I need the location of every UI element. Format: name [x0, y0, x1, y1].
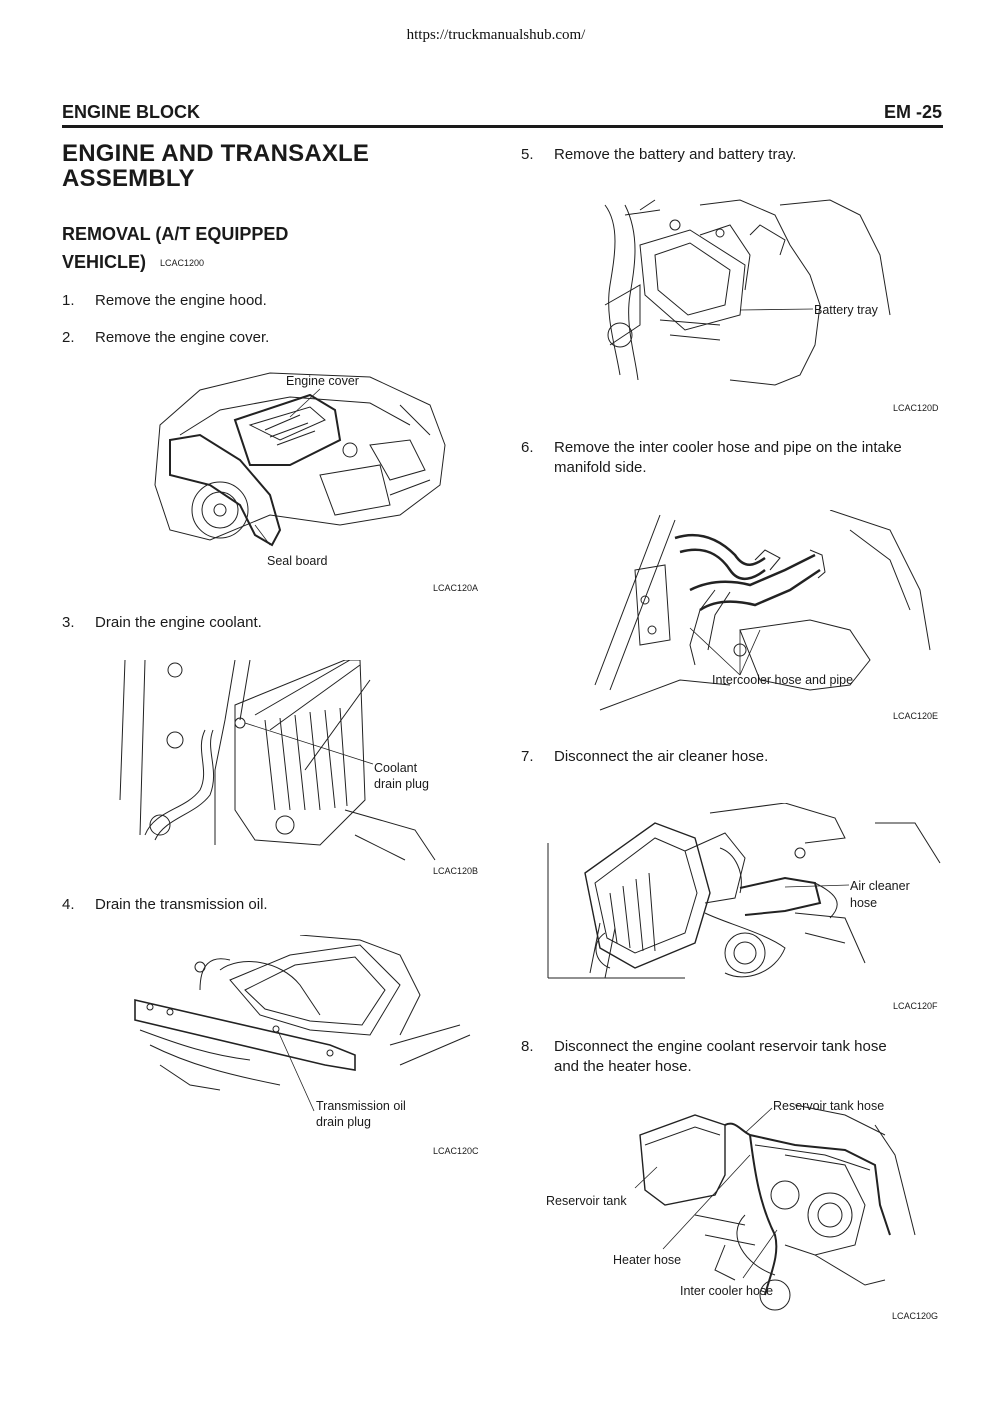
step-number: 4. — [62, 896, 75, 913]
step-text-line1: Remove the inter cooler hose and pipe on… — [554, 439, 902, 456]
step-5: 5. Remove the battery and battery tray. — [521, 145, 941, 165]
step-number: 1. — [62, 292, 75, 309]
step-number: 5. — [521, 146, 534, 163]
page-title-line1: ENGINE AND TRANSAXLE — [62, 140, 370, 167]
section-title: ENGINE BLOCK — [62, 102, 201, 122]
step-number: 8. — [521, 1038, 534, 1055]
label-inter-cooler-hose: Inter cooler hose — [680, 1284, 773, 1298]
figure-code: LCAC120C — [433, 1146, 479, 1156]
figure-reservoir-tank: Reservoir tank hose Reservoir tank Heate… — [546, 1099, 938, 1321]
step-text: Remove the engine cover. — [95, 329, 270, 346]
label-intercooler: Intercooler hose and pipe — [712, 673, 853, 687]
figure-code: LCAC120F — [893, 1001, 938, 1011]
label-heater-hose: Heater hose — [613, 1253, 681, 1267]
label-drain-plug: drain plug — [374, 777, 429, 791]
step-3: 3. Drain the engine coolant. — [62, 613, 482, 633]
procedure-title-line2: VEHICLE) LCAC1200 — [62, 248, 362, 277]
step-4: 4. Drain the transmission oil. — [62, 895, 482, 915]
label-engine-cover: Engine cover — [286, 374, 359, 388]
label-reservoir-tank-hose: Reservoir tank hose — [773, 1099, 884, 1113]
figure-code: LCAC120E — [893, 711, 938, 721]
step-text: Disconnect the air cleaner hose. — [554, 748, 769, 765]
label-hose: hose — [850, 896, 877, 910]
figure-intercooler: Intercooler hose and pipe LCAC120E — [594, 510, 938, 721]
figure-code: LCAC120A — [433, 583, 478, 593]
label-reservoir-tank: Reservoir tank — [546, 1194, 627, 1208]
step-number: 3. — [62, 614, 75, 631]
step-2: 2. Remove the engine cover. — [62, 328, 482, 348]
label-battery-tray: Battery tray — [814, 303, 879, 317]
step-number: 2. — [62, 329, 75, 346]
step-text: Drain the engine coolant. — [95, 614, 262, 631]
label-air-cleaner: Air cleaner — [850, 879, 910, 893]
figure-code: LCAC120G — [892, 1311, 938, 1321]
step-text: Disconnect the engine coolant reservoir … — [554, 1037, 887, 1077]
step-number: 7. — [521, 748, 534, 765]
step-8: 8. Disconnect the engine coolant reservo… — [521, 1037, 946, 1077]
figure-air-cleaner: Air cleaner hose LCAC120F — [547, 803, 941, 1011]
step-text: Remove the engine hood. — [95, 292, 267, 309]
page-number: EM -25 — [883, 102, 942, 122]
figure-transmission-drain: Transmission oil drain plug LCAC120C — [134, 935, 479, 1156]
step-6: 6. Remove the inter cooler hose and pipe… — [521, 438, 946, 478]
header-rule — [62, 125, 943, 128]
step-text: Remove the inter cooler hose and pipe on… — [554, 438, 902, 478]
source-url: https://truckmanualshub.com/ — [406, 27, 586, 43]
label-transmission-oil: Transmission oil — [316, 1099, 406, 1113]
step-text: Drain the transmission oil. — [95, 896, 268, 913]
figure-code: LCAC120D — [893, 403, 939, 413]
step-number: 6. — [521, 439, 534, 456]
step-1: 1. Remove the engine hood. — [62, 291, 482, 311]
procedure-title-line1: REMOVAL (A/T EQUIPPED — [62, 224, 289, 244]
figure-code: LCAC120B — [433, 866, 478, 876]
label-coolant: Coolant — [374, 761, 418, 775]
procedure-title-line2-text: VEHICLE) — [62, 252, 147, 272]
page-title: ENGINE AND TRANSAXLE ASSEMBLY — [62, 141, 422, 191]
step-text: Remove the battery and battery tray. — [554, 146, 797, 163]
figure-battery-tray: Battery tray LCAC120D — [604, 199, 939, 413]
step-text-line2: and the heater hose. — [554, 1058, 692, 1075]
step-text-line1: Disconnect the engine coolant reservoir … — [554, 1038, 887, 1055]
label-drain-plug: drain plug — [316, 1115, 371, 1129]
page-title-line2: ASSEMBLY — [62, 165, 195, 192]
figure-engine-cover: Engine cover Seal board LCAC120A — [154, 372, 478, 593]
step-7: 7. Disconnect the air cleaner hose. — [521, 747, 941, 767]
procedure-code: LCAC1200 — [160, 258, 205, 268]
figure-coolant-drain: Coolant drain plug LCAC120B — [119, 660, 478, 876]
step-text-line2: manifold side. — [554, 459, 647, 476]
procedure-title: REMOVAL (A/T EQUIPPED VEHICLE) LCAC1200 — [62, 220, 362, 277]
label-seal-board: Seal board — [267, 554, 328, 568]
